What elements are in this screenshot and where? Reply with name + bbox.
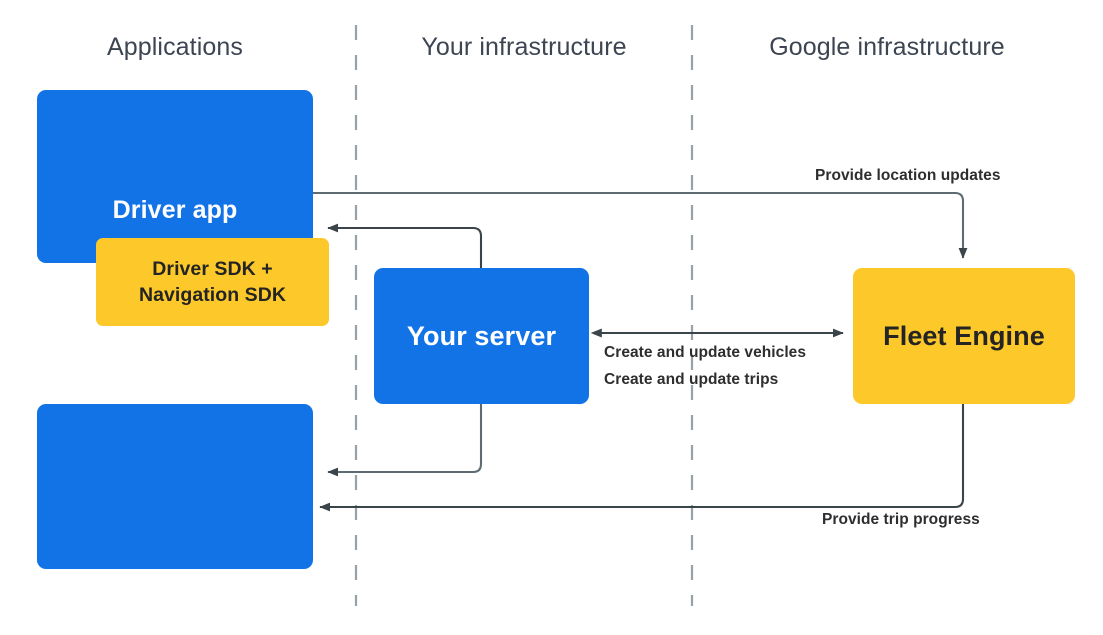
- driver-sdk-label: Driver SDK + Navigation SDK: [139, 256, 286, 308]
- node-consumer-app[interactable]: Consumer app Consumer SDK + Navigation S…: [37, 404, 313, 569]
- edge-label-provide-trip-progress: Provide trip progress: [822, 511, 980, 528]
- column-header-your-infrastructure: Your infrastructure: [421, 33, 627, 61]
- edge-label-provide-location-updates: Provide location updates: [815, 167, 1001, 184]
- edge-your-server-to-driver-app: [327, 223, 483, 268]
- edge-driver-sdk-to-fleet-engine: [292, 191, 968, 259]
- column-header-applications: Applications: [106, 33, 243, 61]
- fleet-engine-label: Fleet Engine: [883, 320, 1045, 351]
- edge-your-server-to-consumer-app: [327, 404, 483, 477]
- your-server-label: Your server: [406, 320, 557, 351]
- node-fleet-engine[interactable]: Fleet Engine: [853, 268, 1075, 404]
- node-your-server[interactable]: Your server: [374, 268, 589, 404]
- node-driver-app[interactable]: Driver app Driver SDK + Navigation SDK: [37, 90, 329, 326]
- edge-label-create-and-update-trips: Create and update trips: [604, 371, 779, 388]
- driver-app-title: Driver app: [112, 196, 238, 224]
- node-driver-sdk[interactable]: Driver SDK + Navigation SDK: [96, 238, 329, 326]
- edge-label-create-and-update-vehicles: Create and update vehicles: [604, 344, 807, 361]
- driver-sdk-line-1: Driver SDK +: [152, 257, 273, 280]
- driver-sdk-line-2: Navigation SDK: [139, 284, 286, 306]
- column-header-google-infrastructure: Google infrastructure: [769, 33, 1005, 61]
- edge-fleet-engine-to-consumer-sdk: [319, 404, 965, 512]
